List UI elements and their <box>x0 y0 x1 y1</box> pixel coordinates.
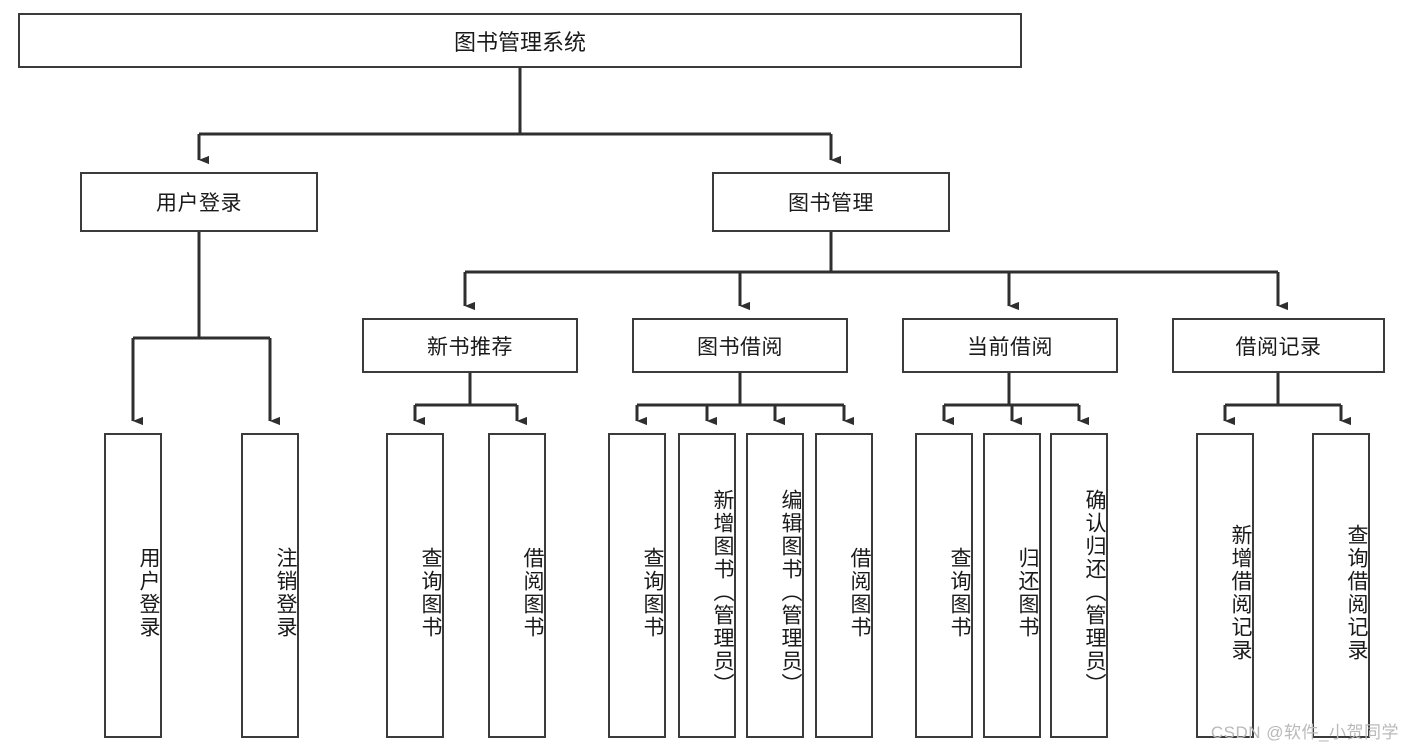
node-root[interactable]: 图书管理系统 <box>18 13 1022 68</box>
connectors-new-book-recommend <box>413 373 528 426</box>
node-leaf-query-book-borrow[interactable]: 查询图书 <box>608 433 666 738</box>
node-leaf-borrow-book-rec[interactable]: 借阅图书 <box>488 433 546 738</box>
node-user-login-label: 用户登录 <box>156 192 242 215</box>
node-current-borrow-label: 当前借阅 <box>967 335 1053 359</box>
connectors-root <box>197 68 842 165</box>
node-leaf-edit-book[interactable]: 编辑图书（管理员） <box>746 433 804 738</box>
node-leaf-confirm-return[interactable]: 确认归还（管理员） <box>1050 433 1108 738</box>
node-leaf-add-borrow-record[interactable]: 新增借阅记录 <box>1196 433 1254 738</box>
node-leaf-user-login-label: 用户登录 <box>137 546 160 639</box>
node-leaf-borrow-book-rec-label: 借阅图书 <box>521 546 544 639</box>
node-borrow-record-label: 借阅记录 <box>1235 335 1322 359</box>
node-leaf-query-book-rec-label: 查询图书 <box>419 546 442 639</box>
node-leaf-add-book[interactable]: 新增图书（管理员） <box>678 433 736 738</box>
connectors-book-borrow <box>635 373 855 426</box>
node-leaf-add-borrow-record-label: 新增借阅记录 <box>1229 523 1252 662</box>
node-leaf-query-borrow-record[interactable]: 查询借阅记录 <box>1312 433 1370 738</box>
node-current-borrow[interactable]: 当前借阅 <box>902 318 1118 373</box>
connectors-user-login <box>131 232 281 426</box>
node-leaf-borrow-book[interactable]: 借阅图书 <box>815 433 873 738</box>
node-leaf-user-login[interactable]: 用户登录 <box>104 433 162 738</box>
node-book-borrow[interactable]: 图书借阅 <box>632 318 848 373</box>
node-leaf-query-borrow-record-label: 查询借阅记录 <box>1345 523 1368 662</box>
node-new-book-recommend[interactable]: 新书推荐 <box>362 318 578 373</box>
connectors-borrow-record <box>1223 373 1352 426</box>
node-leaf-add-book-label: 新增图书（管理员） <box>711 489 734 696</box>
connectors-current-borrow <box>942 373 1090 426</box>
node-leaf-query-book-cur-label: 查询图书 <box>948 546 971 639</box>
node-book-borrow-label: 图书借阅 <box>697 335 783 359</box>
node-leaf-return-book[interactable]: 归还图书 <box>983 433 1041 738</box>
node-leaf-user-logout[interactable]: 注销登录 <box>241 433 299 738</box>
node-leaf-query-book-borrow-label: 查询图书 <box>641 546 664 639</box>
node-borrow-record[interactable]: 借阅记录 <box>1172 318 1385 373</box>
node-leaf-confirm-return-label: 确认归还（管理员） <box>1083 489 1106 696</box>
node-leaf-user-logout-label: 注销登录 <box>274 546 297 639</box>
node-leaf-borrow-book-label: 借阅图书 <box>848 546 871 639</box>
node-leaf-query-book-cur[interactable]: 查询图书 <box>915 433 973 738</box>
node-root-label: 图书管理系统 <box>453 29 586 55</box>
node-book-manage-label: 图书管理 <box>788 192 874 215</box>
node-book-manage[interactable]: 图书管理 <box>712 172 950 232</box>
node-leaf-query-book-rec[interactable]: 查询图书 <box>386 433 444 738</box>
node-user-login[interactable]: 用户登录 <box>80 172 318 232</box>
csdn-watermark: CSDN @软件_小贺同学 <box>1210 723 1399 742</box>
node-leaf-edit-book-label: 编辑图书（管理员） <box>779 489 802 696</box>
connectors-book-manage <box>463 232 1289 311</box>
node-leaf-return-book-label: 归还图书 <box>1016 546 1039 639</box>
node-new-book-recommend-label: 新书推荐 <box>427 335 513 359</box>
